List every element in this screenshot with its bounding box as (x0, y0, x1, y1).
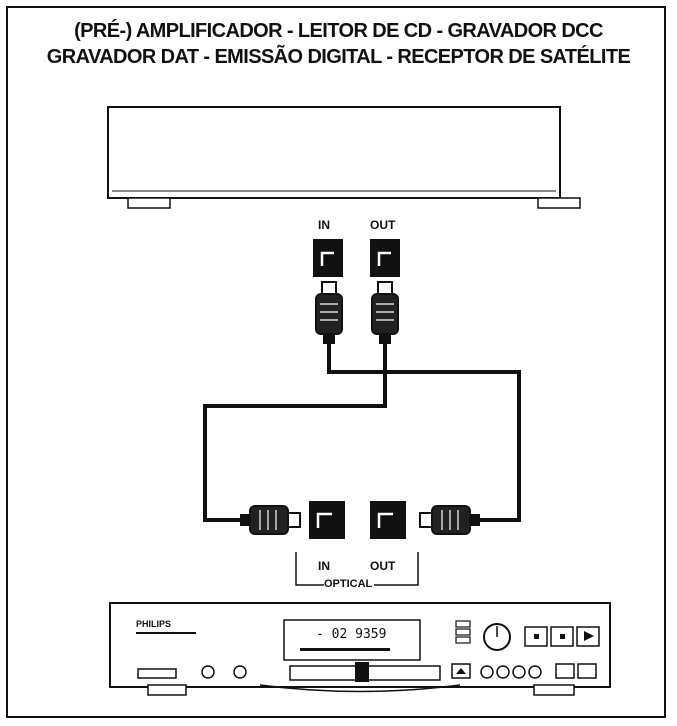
diagram-frame (6, 6, 666, 718)
bottom-jack-in-label: IN (318, 559, 330, 573)
recorder-device (109, 602, 611, 696)
recorder-brand-logo: PHILIPS (136, 619, 172, 629)
cable-in-to-out (327, 344, 521, 522)
optical-bracket (295, 552, 419, 586)
cable-out-to-in (203, 344, 387, 522)
top-plug-out (371, 281, 399, 344)
title-line-2: GRAVADOR DAT - EMISSÃO DIGITAL - RECEPTO… (46, 46, 631, 68)
external-device (107, 106, 581, 209)
top-jack-in-label: IN (318, 218, 330, 232)
top-jack-in (313, 239, 343, 277)
bottom-jack-out-label: OUT (370, 559, 396, 573)
title-line-1: (PRÉ-) AMPLIFICADOR - LEITOR DE CD - GRA… (74, 20, 603, 42)
top-plug-in (315, 281, 343, 344)
top-jack-out-label: OUT (370, 218, 396, 232)
optical-label: OPTICAL (324, 578, 373, 590)
bottom-plug-in (240, 505, 301, 535)
top-jack-out (370, 239, 400, 277)
bottom-jack-in (309, 501, 345, 539)
bottom-jack-out (370, 501, 406, 539)
recorder-display: - 02 9359 (316, 627, 387, 642)
bottom-plug-out (419, 505, 480, 535)
